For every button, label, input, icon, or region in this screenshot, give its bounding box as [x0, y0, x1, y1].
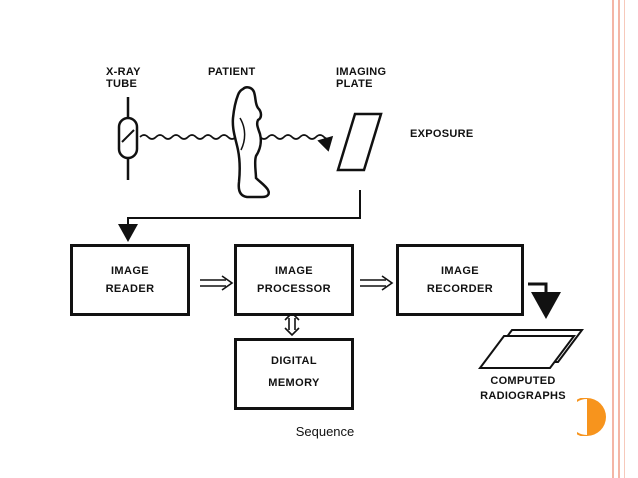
sequence-caption: Sequence — [295, 424, 355, 439]
slide-border-decoration — [608, 0, 638, 478]
digital-memory-box: DIGITAL MEMORY — [234, 338, 354, 410]
patient-silhouette-icon — [231, 86, 270, 199]
orange-circle-decoration — [577, 398, 606, 436]
image-processor-line1: IMAGE — [274, 265, 314, 277]
processor-memory-arrow — [284, 311, 300, 337]
plate-to-reader-arrow — [118, 190, 361, 242]
radiograph-sheets-icon — [478, 329, 584, 369]
xray-tube-label: X-RAY TUBE — [106, 66, 141, 90]
xray-tube-icon — [117, 97, 139, 180]
image-reader-box: IMAGE READER — [70, 244, 190, 316]
image-reader-line2: READER — [105, 283, 155, 295]
image-recorder-line1: IMAGE — [440, 265, 480, 277]
imaging-plate-icon — [336, 112, 383, 172]
digital-memory-line2: MEMORY — [268, 377, 320, 389]
imaging-plate-label: IMAGING PLATE — [336, 66, 387, 90]
patient-label: PATIENT — [208, 66, 256, 78]
exposure-label: EXPOSURE — [410, 128, 474, 140]
image-recorder-box: IMAGE RECORDER — [396, 244, 524, 316]
image-reader-line1: IMAGE — [110, 265, 150, 277]
processor-to-recorder-arrow — [360, 275, 394, 291]
digital-memory-line1: DIGITAL — [271, 355, 317, 367]
image-processor-box: IMAGE PROCESSOR — [234, 244, 354, 316]
recorder-to-output-arrow — [528, 282, 561, 319]
computed-radiographs-label: COMPUTED RADIOGRAPHS — [480, 375, 566, 402]
image-recorder-line2: RECORDER — [426, 283, 494, 295]
image-processor-line2: PROCESSOR — [257, 283, 331, 295]
reader-to-processor-arrow — [200, 275, 234, 291]
